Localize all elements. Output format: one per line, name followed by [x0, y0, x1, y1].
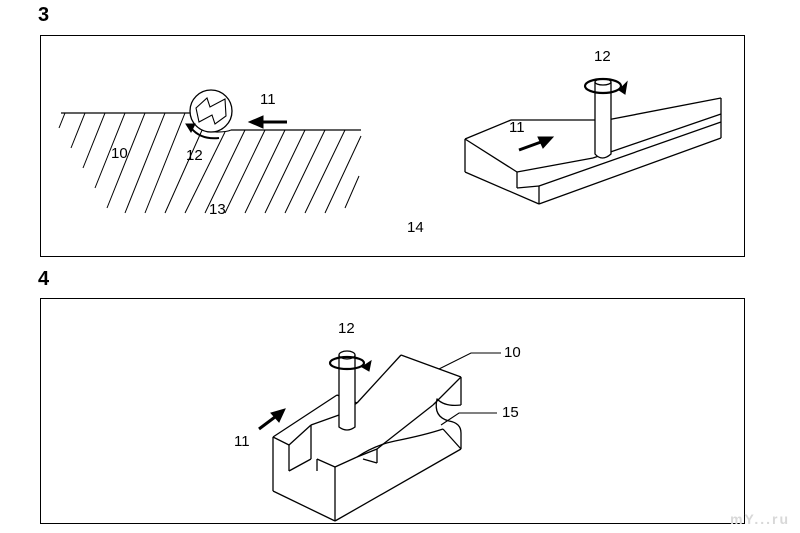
figure-4-panel: 12 10 15 11: [40, 298, 745, 524]
board-with-groove: [464, 97, 722, 205]
figure-3-drawing: [58, 77, 722, 214]
feed-arrow-left: [247, 115, 287, 129]
label-10-workpiece: 10: [111, 145, 128, 162]
router-bit-circle: [189, 89, 233, 133]
rotation-arrow-left: [185, 123, 220, 140]
label-12-rotation-right: 12: [594, 48, 611, 65]
label-15-cut: 15: [502, 404, 519, 421]
label-11-feed-right: 11: [509, 119, 525, 136]
feed-arrow: [258, 408, 286, 431]
rotation-arrow: [328, 355, 372, 372]
label-12-rotation: 12: [338, 320, 355, 337]
leader-lines: [438, 352, 501, 426]
rotation-arrow-right: [583, 77, 628, 95]
feed-arrow-right: [518, 136, 555, 152]
block-with-channel: [272, 354, 462, 522]
figure-4-number: 4: [38, 268, 50, 290]
hatched-workpiece: [58, 112, 362, 214]
figure-3-panel: 11 12 10 13 14 11 12: [40, 35, 745, 257]
router-bit-shank: [594, 78, 612, 159]
label-11-feed-left: 11: [260, 91, 276, 108]
router-bit-shank: [338, 350, 356, 431]
label-13: 13: [209, 201, 226, 218]
watermark: mY...ru: [730, 511, 790, 527]
figure-4-drawing: [258, 350, 501, 522]
label-11-feed: 11: [234, 433, 250, 450]
label-14: 14: [407, 219, 424, 236]
figure-3-number: 3: [38, 4, 50, 26]
label-12-rotation-left: 12: [186, 147, 203, 164]
label-10-block: 10: [504, 344, 521, 361]
